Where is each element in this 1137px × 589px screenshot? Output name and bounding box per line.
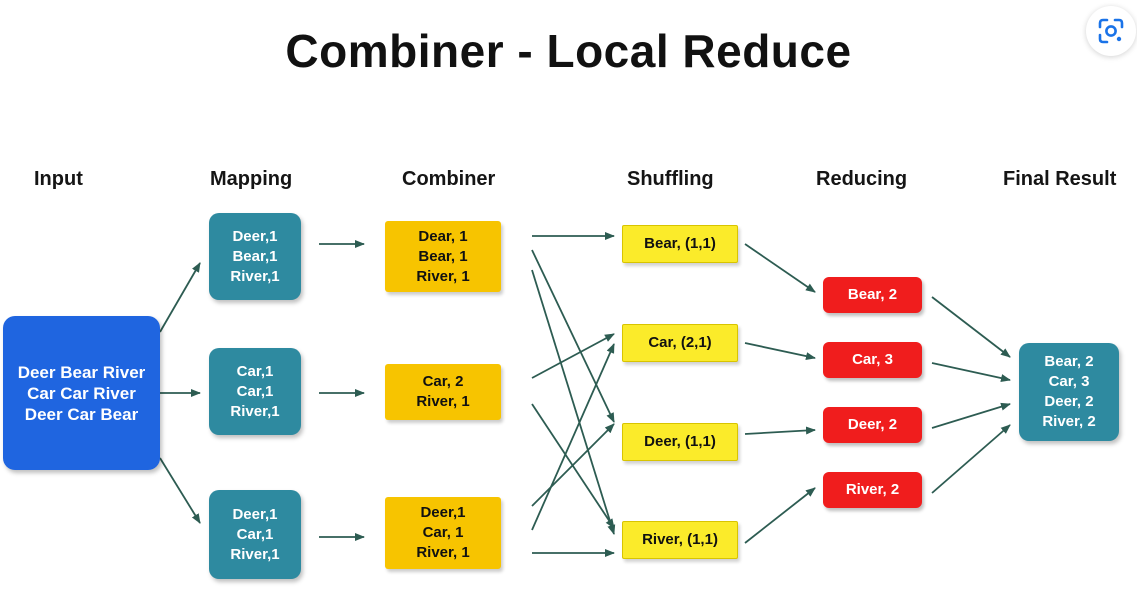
input-box: Deer Bear River Car Car River Deer Car B… (3, 316, 160, 470)
reducing-box-deer: Deer, 2 (823, 407, 922, 443)
final-line: Car, 3 (1048, 373, 1090, 390)
reducing-label: Deer, 2 (847, 416, 898, 433)
shuffling-box-deer: Deer, (1,1) (622, 423, 738, 461)
reducing-box-car: Car, 3 (823, 342, 922, 378)
shuffling-label: Deer, (1,1) (644, 433, 716, 450)
arrow-comb1-river (531, 269, 616, 535)
column-header-mapping: Mapping (210, 168, 293, 190)
column-header-reducing: Reducing (816, 168, 908, 190)
mapping-line: River,1 (230, 545, 280, 563)
arrow-river-reduce (744, 487, 816, 544)
mapping-box-1: Deer,1 Bear,1 River,1 (209, 213, 301, 300)
combiner-line: River, 1 (416, 393, 470, 410)
reducing-label: Car, 3 (852, 351, 893, 368)
combiner-box-1: Dear, 1 Bear, 1 River, 1 (385, 221, 501, 292)
combiner-line: Car, 2 (422, 373, 464, 390)
shuffling-label: River, (1,1) (642, 531, 718, 548)
combiner-box-3: Deer,1 Car, 1 River, 1 (385, 497, 501, 569)
combiner-line: Bear, 1 (418, 247, 468, 265)
final-result-box: Bear, 2 Car, 3 Deer, 2 River, 2 (1019, 343, 1119, 441)
combiner-box-2: Car, 2 River, 1 (385, 364, 501, 420)
reducing-label: Bear, 2 (847, 286, 898, 303)
arrow-comb3-deer (531, 423, 615, 507)
mapping-line: River,1 (230, 402, 280, 420)
combiner-line: Dear, 1 (418, 227, 468, 245)
arrow-bear-reduce (744, 243, 816, 293)
mapping-line: River,1 (230, 267, 280, 285)
final-line: Bear, 2 (1044, 353, 1094, 370)
mapping-line: Bear,1 (232, 247, 278, 265)
combiner-line: Car, 1 (422, 524, 464, 541)
input-line: Deer Car Bear (24, 404, 139, 424)
mapping-line: Car,1 (236, 382, 274, 400)
arrow-comb1-deer (531, 249, 615, 423)
page-title: Combiner - Local Reduce (285, 25, 852, 77)
lens-button[interactable] (1086, 6, 1136, 56)
mapping-line: Deer,1 (232, 227, 278, 245)
combiner-line: Deer,1 (420, 504, 466, 521)
reducing-label: River, 2 (845, 481, 900, 498)
column-header-shuffling: Shuffling (627, 168, 714, 190)
combiner-line: River, 1 (416, 544, 470, 561)
final-line: Deer, 2 (1044, 393, 1094, 410)
arrow-input-map1 (159, 262, 201, 333)
mapping-line: Car,1 (236, 525, 274, 543)
arrow-input-map3 (159, 457, 201, 524)
arrow-deer-final (931, 402, 1011, 429)
combiner-line: River, 1 (416, 267, 470, 285)
google-lens-icon (1098, 18, 1124, 44)
arrow-river-final (931, 424, 1011, 494)
shuffling-label: Car, (2,1) (648, 334, 712, 351)
arrow-car-final (931, 362, 1011, 382)
shuffling-box-car: Car, (2,1) (622, 324, 738, 362)
mapping-line: Car,1 (236, 362, 274, 380)
column-header-input: Input (34, 168, 83, 190)
input-line: Car Car River (27, 383, 136, 403)
arrow-deer-reduce (744, 426, 816, 435)
shuffling-label: Bear, (1,1) (644, 235, 716, 252)
arrow-comb2-car (531, 333, 615, 379)
final-line: River, 2 (1042, 413, 1096, 430)
mapping-line: Deer,1 (232, 505, 278, 523)
column-header-combiner: Combiner (402, 168, 496, 190)
column-header-final-result: Final Result (1003, 168, 1117, 190)
arrow-bear-final (931, 296, 1011, 358)
mapping-box-2: Car,1 Car,1 River,1 (209, 348, 301, 435)
input-line: Deer Bear River (17, 362, 146, 382)
arrow-comb3-car (531, 343, 615, 531)
shuffling-box-bear: Bear, (1,1) (622, 225, 738, 263)
mapping-box-3: Deer,1 Car,1 River,1 (209, 490, 301, 579)
arrow-car-reduce (744, 342, 816, 361)
reducing-box-river: River, 2 (823, 472, 922, 508)
shuffling-box-river: River, (1,1) (622, 521, 738, 559)
reducing-box-bear: Bear, 2 (823, 277, 922, 313)
